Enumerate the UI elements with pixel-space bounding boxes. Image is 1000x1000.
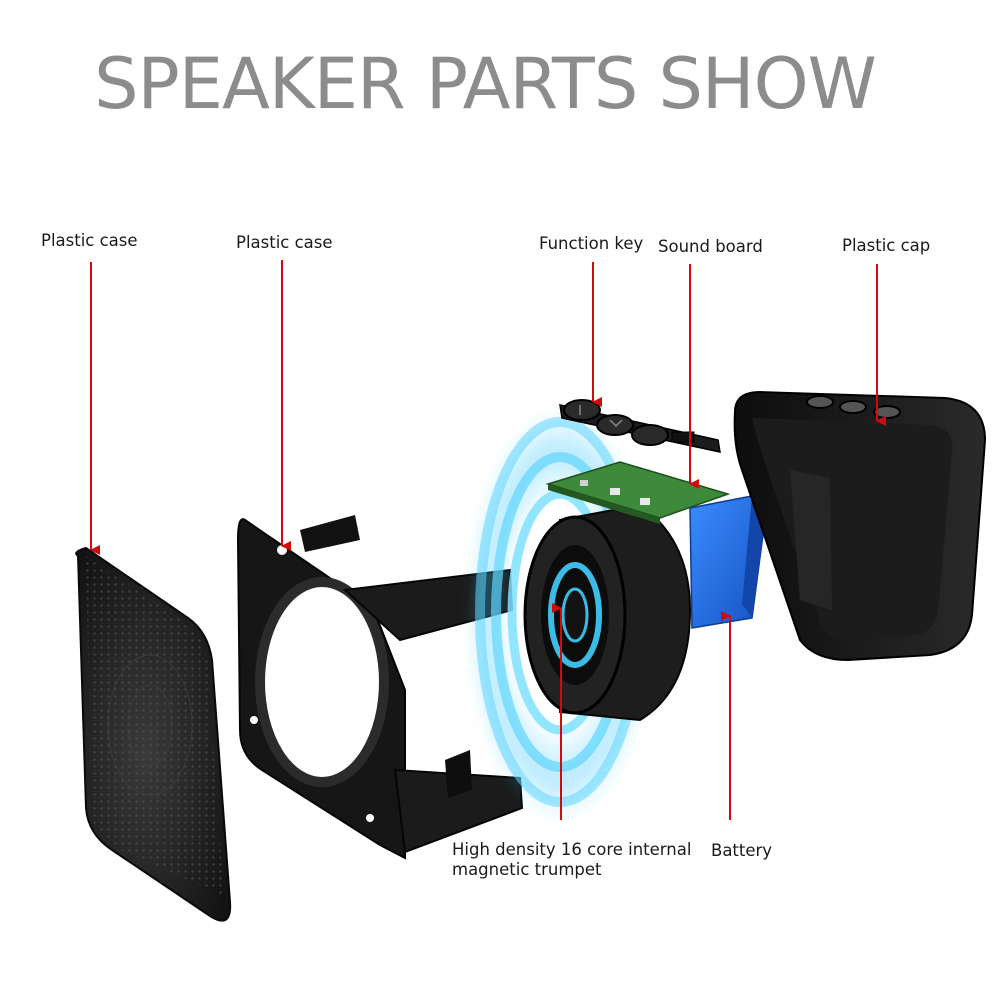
leader-lines	[90, 260, 886, 820]
front-grill-panel	[75, 546, 232, 922]
rear-cap-shell	[733, 390, 987, 662]
label-sound-board: Sound board	[658, 237, 763, 256]
label-plastic-case-frame: Plastic case	[236, 233, 333, 252]
label-trumpet-line2: magnetic trumpet	[452, 860, 602, 879]
label-trumpet-line1: High density 16 core internal	[452, 840, 692, 859]
label-battery: Battery	[711, 841, 773, 860]
page-title: SPEAKER PARTS SHOW	[94, 43, 877, 125]
function-key-strip	[559, 399, 721, 453]
label-plastic-cap: Plastic cap	[842, 236, 931, 255]
sound-board-pcb	[545, 461, 731, 524]
label-function-key: Function key	[539, 234, 644, 253]
battery-pack	[689, 495, 767, 629]
label-plastic-case-front: Plastic case	[41, 231, 138, 250]
speaker-driver	[523, 503, 692, 722]
